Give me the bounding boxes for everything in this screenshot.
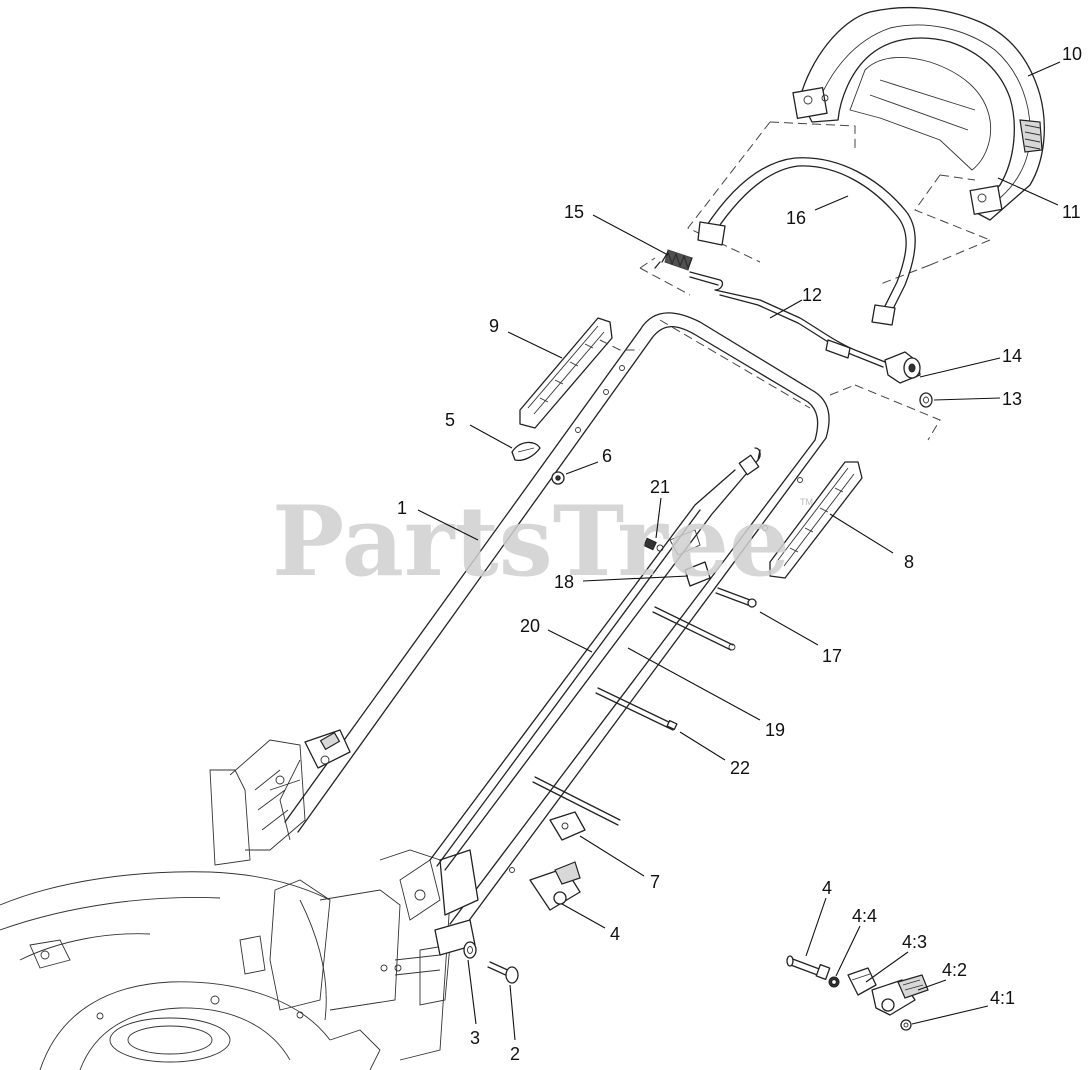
callout-21: 21 bbox=[650, 477, 670, 497]
watermark-trademark: TM bbox=[800, 497, 813, 507]
callout-10: 10 bbox=[1062, 44, 1082, 64]
washer-13 bbox=[919, 392, 933, 408]
bushing-14 bbox=[884, 351, 921, 384]
callout-19: 19 bbox=[765, 720, 785, 740]
callout-18: 18 bbox=[554, 572, 574, 592]
callout-22: 22 bbox=[730, 758, 750, 778]
clip-5 bbox=[511, 441, 541, 461]
callout-4-4: 4:4 bbox=[852, 906, 877, 926]
callout-12: 12 bbox=[802, 285, 822, 305]
washer-3 bbox=[463, 941, 477, 959]
callout-11: 11 bbox=[1062, 202, 1081, 222]
watermark: PartsTree bbox=[272, 485, 790, 598]
grip-attachment-guides bbox=[687, 121, 991, 286]
callout-4-2: 4:2 bbox=[942, 960, 967, 980]
bolt-17 bbox=[715, 587, 757, 608]
callout-8: 8 bbox=[904, 552, 914, 572]
nut-6 bbox=[551, 471, 565, 485]
left-handle-mount bbox=[269, 729, 351, 841]
callout-16: 16 bbox=[786, 208, 806, 228]
leader-lines bbox=[417, 61, 1061, 1041]
height-knob-assembly-4 bbox=[529, 861, 581, 911]
callout-14: 14 bbox=[1002, 346, 1022, 366]
spring-15 bbox=[654, 249, 693, 271]
rod-attachment-guides bbox=[639, 257, 941, 441]
knob-exploded-view bbox=[786, 955, 929, 1031]
control-cable bbox=[429, 447, 761, 871]
callout-7: 7 bbox=[650, 872, 660, 892]
callout-4: 4 bbox=[610, 924, 620, 944]
callout-labels: 10 11 16 15 12 9 14 13 5 6 1 21 8 18 17 … bbox=[397, 44, 1082, 1064]
callout-15: 15 bbox=[564, 202, 584, 222]
callout-3: 3 bbox=[470, 1028, 480, 1048]
right-handle-mount bbox=[399, 849, 479, 956]
callout-20: 20 bbox=[520, 616, 540, 636]
callout-4-3: 4:3 bbox=[902, 932, 927, 952]
cable-clamp-18 bbox=[669, 529, 711, 587]
top-handle-grip bbox=[792, 6, 1045, 221]
callout-4-assembly: 4 bbox=[822, 878, 832, 898]
cable-holder-7 bbox=[549, 811, 586, 841]
control-bail bbox=[697, 157, 916, 326]
control-rod bbox=[689, 271, 886, 368]
callout-5: 5 bbox=[445, 410, 455, 430]
callout-4-1: 4:1 bbox=[990, 988, 1015, 1008]
cable-ties bbox=[532, 606, 736, 826]
callout-1: 1 bbox=[397, 498, 407, 518]
cable-guide-9 bbox=[519, 317, 640, 429]
bolt-2 bbox=[487, 961, 519, 984]
cable-guide-8 bbox=[769, 461, 863, 579]
fastener-21 bbox=[643, 537, 664, 552]
handle-frame bbox=[284, 312, 830, 931]
callout-6: 6 bbox=[602, 446, 612, 466]
callout-9: 9 bbox=[489, 316, 499, 336]
callout-13: 13 bbox=[1002, 389, 1022, 409]
callout-2: 2 bbox=[510, 1044, 520, 1064]
mower-deck bbox=[0, 739, 451, 1070]
callout-17: 17 bbox=[822, 646, 842, 666]
